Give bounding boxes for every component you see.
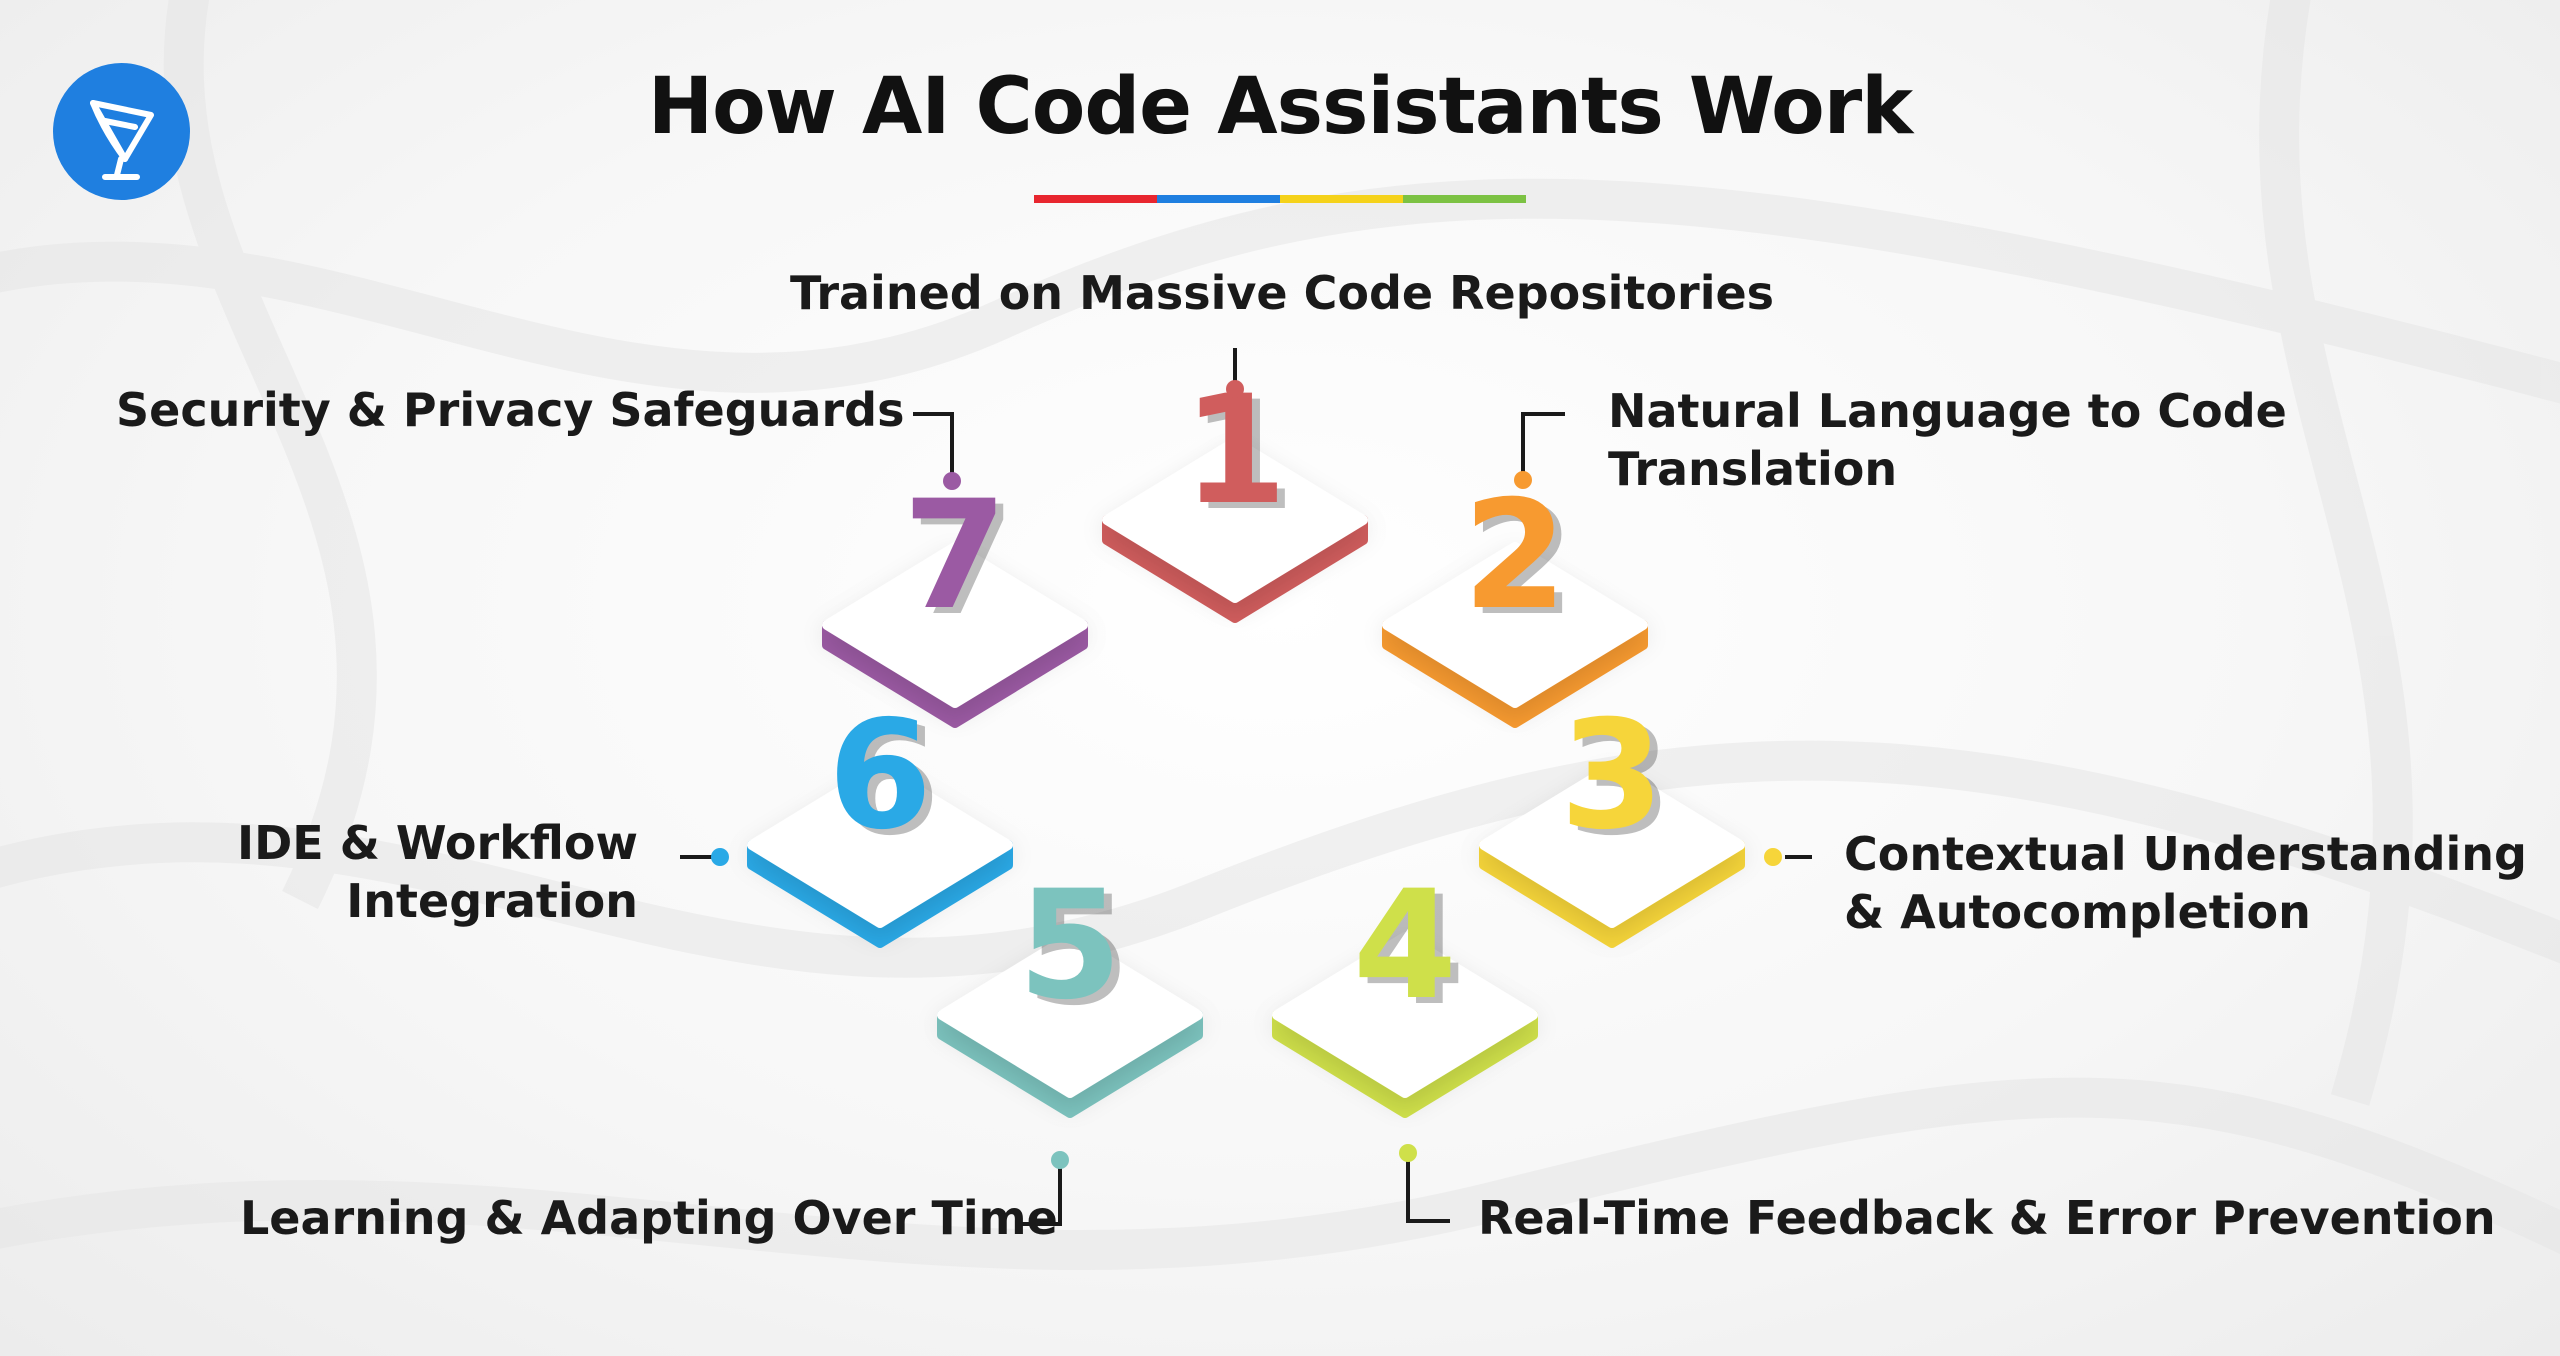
step-4-tile-face <box>1272 932 1538 1098</box>
step-3-number-shadow: 3 <box>1568 695 1672 869</box>
step-5-line-1: Learning & Adapting Over Time <box>240 1191 1058 1245</box>
underline-red <box>1034 195 1157 203</box>
underline-yellow <box>1280 195 1403 203</box>
underline-green <box>1403 195 1526 203</box>
step-5-tile: 55 <box>937 859 1203 1118</box>
step-4-connector <box>1406 1161 1450 1223</box>
step-3-tile-face <box>1479 762 1745 928</box>
satellite-dish-icon <box>53 63 190 200</box>
step-2-dot <box>1514 471 1532 489</box>
step-3-tile: 33 <box>1479 689 1745 948</box>
step-1-dot <box>1226 380 1244 398</box>
step-5-label: Learning & Adapting Over Time <box>240 1189 1058 1247</box>
step-5-tile-face <box>937 932 1203 1098</box>
step-6-line-1: IDE & Workflow <box>236 816 638 870</box>
step-7-label: Security & Privacy Safeguards <box>116 381 904 439</box>
step-1-line-1: Trained on Massive Code Repositories <box>790 266 1775 320</box>
step-2-label: Natural Language to Code Translation <box>1608 382 2287 498</box>
step-3-dot <box>1764 848 1782 866</box>
step-4-label: Real-Time Feedback & Error Prevention <box>1478 1189 2496 1247</box>
step-7-line-1: Security & Privacy Safeguards <box>116 383 905 437</box>
step-7-tile-face <box>822 542 1088 708</box>
step-7-tile: 77 <box>822 469 1088 728</box>
step-4-number-shadow: 4 <box>1361 865 1465 1039</box>
step-2-connector <box>1521 412 1565 472</box>
step-7-number-shadow: 7 <box>911 475 1015 649</box>
step-2-line-2: Translation <box>1608 442 1898 496</box>
title-underline <box>1034 195 1526 203</box>
step-5-dot <box>1051 1151 1069 1169</box>
step-5-number: 5 <box>1018 859 1122 1033</box>
step-2-tile-face <box>1382 542 1648 708</box>
step-5-connector <box>1020 1168 1062 1226</box>
step-3-number: 3 <box>1560 689 1664 863</box>
step-3-line-2: & Autocompletion <box>1844 885 2311 939</box>
step-7-number: 7 <box>903 469 1007 643</box>
step-5-number-shadow: 5 <box>1026 865 1130 1039</box>
step-4-tile: 44 <box>1272 859 1538 1118</box>
step-1-tile: 11 <box>1102 364 1368 623</box>
step-4-dot <box>1399 1144 1417 1162</box>
step-1-tile-face <box>1102 437 1368 603</box>
step-6-line-2: Integration <box>346 874 638 928</box>
underline-blue <box>1157 195 1280 203</box>
step-3-label: Contextual Understanding & Autocompletio… <box>1844 825 2527 941</box>
step-7-connector <box>913 412 954 473</box>
step-6-number: 6 <box>828 689 932 863</box>
step-2-line-1: Natural Language to Code <box>1608 384 2287 438</box>
step-2-tile: 22 <box>1382 469 1648 728</box>
step-6-tile: 66 <box>747 689 1013 948</box>
step-2-number-shadow: 2 <box>1471 475 1575 649</box>
step-4-line-1: Real-Time Feedback & Error Prevention <box>1478 1191 2496 1245</box>
step-4-number: 4 <box>1353 859 1457 1033</box>
step-2-number: 2 <box>1463 469 1567 643</box>
step-1-number-shadow: 1 <box>1191 370 1295 544</box>
step-6-dot <box>711 848 729 866</box>
step-6-label: IDE & Workflow Integration <box>160 814 638 930</box>
step-6-tile-face <box>747 762 1013 928</box>
step-3-line-1: Contextual Understanding <box>1844 827 2527 881</box>
step-7-dot <box>943 472 961 490</box>
step-1-label: Trained on Massive Code Repositories <box>790 264 1774 322</box>
step-6-number-shadow: 6 <box>836 695 940 869</box>
page-title: How AI Code Assistants Work <box>647 62 1913 152</box>
